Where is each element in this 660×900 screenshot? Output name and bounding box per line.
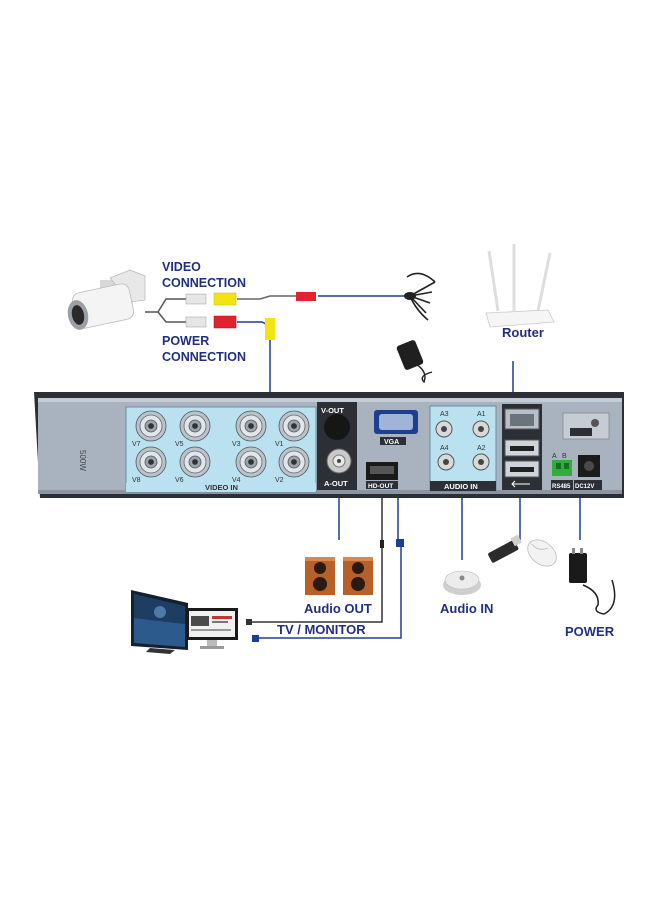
- svg-text:A4: A4: [440, 445, 449, 452]
- tv-monitor-label: TV / MONITOR: [277, 622, 366, 637]
- v-out-a-out-panel: V-OUT A-OUT: [317, 402, 357, 490]
- svg-text:A2: A2: [477, 445, 486, 452]
- bnc-connector: [235, 446, 267, 478]
- svg-text:A-OUT: A-OUT: [324, 479, 348, 488]
- video-connection-label: VIDEO CONNECTION: [162, 260, 246, 290]
- power-adapter-icon: [569, 548, 616, 615]
- vga-hdmi-panel: VGA HD-OUT: [366, 410, 418, 490]
- rs485-dc-panel: A B RS485 DC12V: [551, 412, 610, 490]
- bnc-connectors: [135, 410, 310, 478]
- svg-text:RS485: RS485: [552, 484, 571, 490]
- lan-usb-panel: [502, 404, 542, 490]
- monitor-cable-plugs: [246, 539, 404, 642]
- bnc-connector: [179, 410, 211, 442]
- svg-text:VGA: VGA: [384, 439, 399, 446]
- bnc-connector: [135, 446, 167, 478]
- audio-in-panel: AUDIO IN A3 A1 A4 A2: [429, 405, 497, 492]
- video-channel-label: V2: [275, 477, 284, 484]
- video-channel-label: V6: [175, 477, 184, 484]
- power-splitter-icon: [404, 272, 436, 321]
- bnc-connector: [135, 410, 167, 442]
- svg-text:A1: A1: [477, 411, 486, 418]
- power-connection-label: POWER CONNECTION: [162, 334, 246, 364]
- camera-connectors: [185, 292, 316, 340]
- video-channel-label: V1: [275, 441, 284, 448]
- video-channel-label: V4: [232, 477, 241, 484]
- bnc-connector: [278, 446, 310, 478]
- bnc-connector: [179, 446, 211, 478]
- svg-text:A3: A3: [440, 411, 449, 418]
- svg-text:AUDIO IN: AUDIO IN: [444, 482, 478, 491]
- video-channel-labels: V7 V5 V3 V1 V8 V6 V4 V2: [132, 441, 284, 484]
- tv-monitor-icon: [131, 590, 238, 654]
- svg-text:HD-OUT: HD-OUT: [368, 483, 393, 490]
- audio-in-label: Audio IN: [440, 601, 493, 616]
- side-marking: 500W: [78, 450, 87, 471]
- svg-text:DC12V: DC12V: [575, 484, 594, 490]
- bullet-camera-icon: [67, 269, 146, 330]
- power-adapter-icon: [396, 340, 433, 384]
- svg-text:V-OUT: V-OUT: [321, 406, 344, 415]
- video-channel-label: V3: [232, 441, 241, 448]
- svg-text:A: A: [552, 453, 557, 460]
- video-channel-label: V7: [132, 441, 141, 448]
- svg-text:B: B: [562, 453, 567, 460]
- video-channel-label: V8: [132, 477, 141, 484]
- power-label: POWER: [565, 624, 615, 639]
- bnc-connector: [278, 410, 310, 442]
- svg-text:VIDEO IN: VIDEO IN: [205, 483, 238, 492]
- usb-mouse-icon: [488, 534, 557, 567]
- audio-out-label: Audio OUT: [304, 601, 372, 616]
- router-icon: [485, 244, 555, 328]
- router-label: Router: [502, 325, 544, 340]
- microphone-icon: [443, 570, 481, 595]
- speakers-icon: [305, 557, 373, 595]
- bnc-connector: [235, 410, 267, 442]
- video-channel-label: V5: [175, 441, 184, 448]
